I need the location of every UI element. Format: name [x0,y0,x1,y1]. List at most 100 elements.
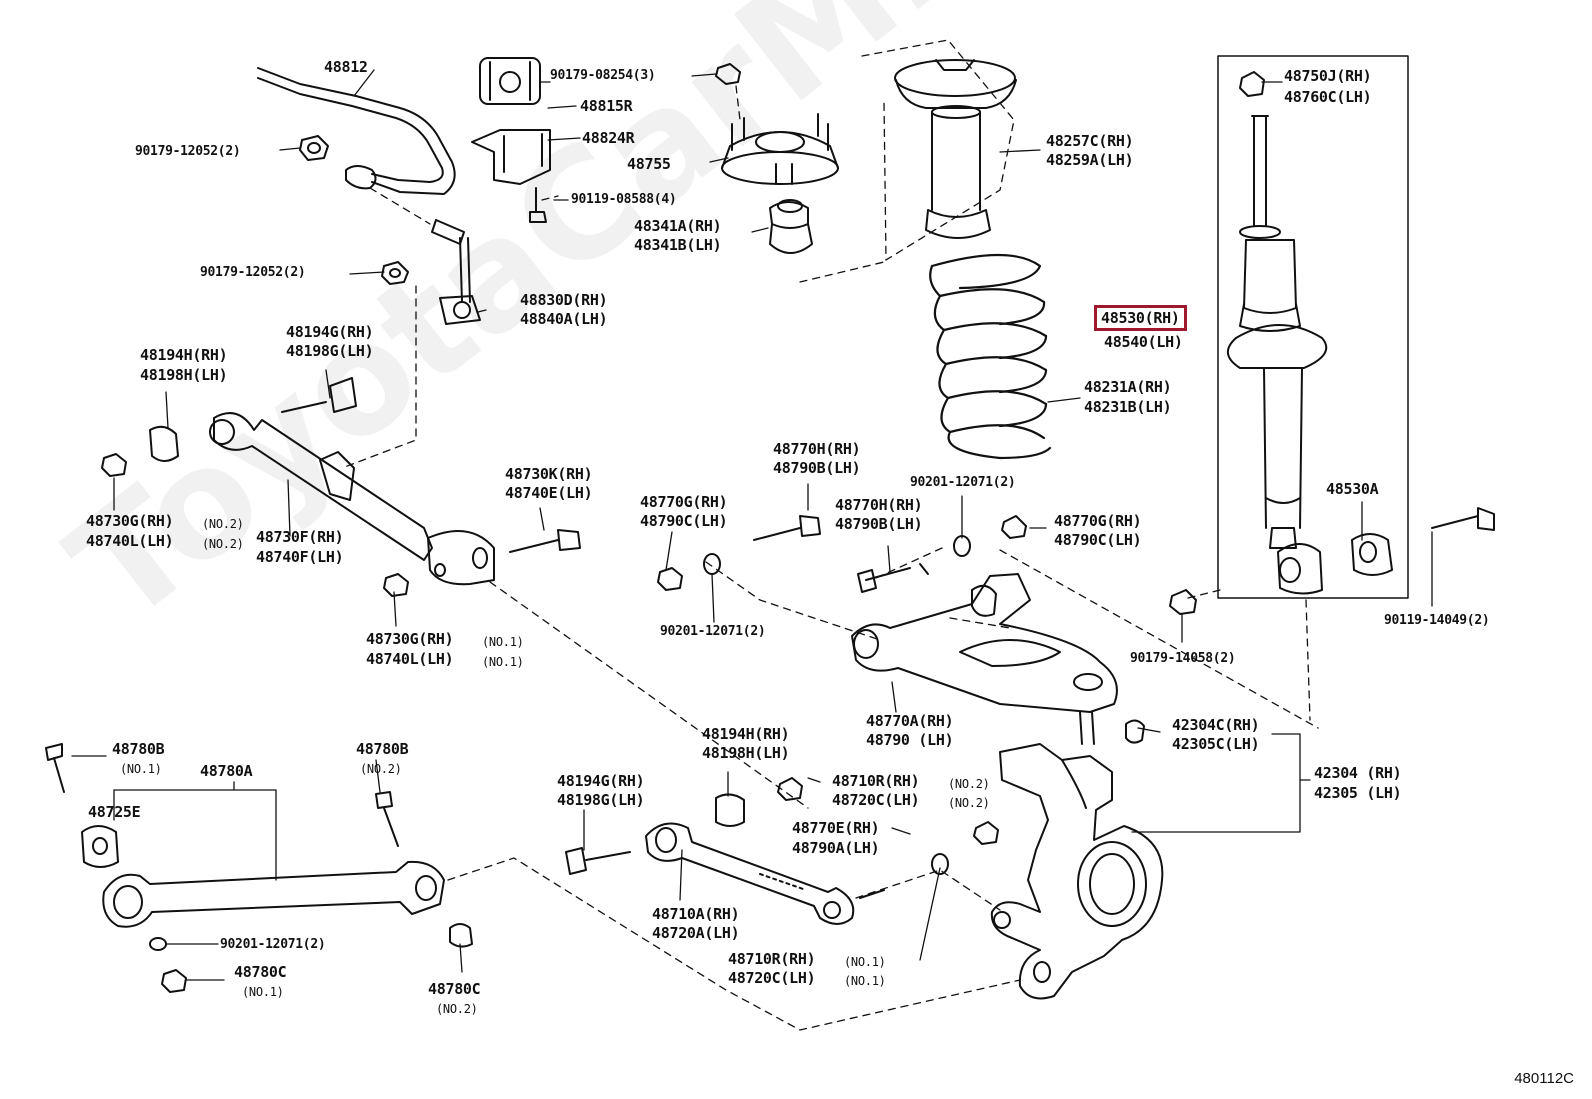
position-no1-c: (NO.1) [120,762,162,776]
shock-absorber-48530 [1227,115,1328,595]
part-number-48194H-b[interactable]: 48194H(RH) [702,725,790,743]
bushing-48725E [81,825,119,868]
lower-arm-48780A [102,860,445,928]
part-number-90179-14058[interactable]: 90179-14058(2) [1130,651,1236,666]
part-number-90201-12071-c[interactable]: 90201-12071(2) [220,937,326,952]
part-number-48740E[interactable]: 48740E(LH) [505,484,593,502]
part-number-48194H-a[interactable]: 48194H(RH) [140,346,228,364]
nut-48710R-a [777,777,803,801]
part-number-48790C-b[interactable]: 48790C(LH) [1054,531,1142,549]
part-number-48540[interactable]: 48540(LH) [1104,333,1183,351]
position-no2-e: (NO.2) [948,796,990,810]
position-no2-d: (NO.2) [948,777,990,791]
part-number-48710A[interactable]: 48710A(RH) [652,905,740,923]
part-number-48770H-a[interactable]: 48770H(RH) [773,440,861,458]
position-no2-a: (NO.2) [202,517,244,531]
bolt-48194G-b [565,847,631,875]
part-number-48830D[interactable]: 48830D(RH) [520,291,608,309]
part-number-48530A[interactable]: 48530A [1326,480,1379,498]
part-number-90179-12052-a[interactable]: 90179-12052(2) [135,144,241,159]
part-number-48790A[interactable]: 48790A(LH) [792,839,880,857]
part-number-48259A[interactable]: 48259A(LH) [1046,151,1134,169]
position-no1-b: (NO.1) [482,655,524,669]
lower-control-arm-48770A [851,573,1118,745]
position-no2-f: (NO.2) [436,1002,478,1016]
part-number-48770A[interactable]: 48770A(RH) [866,712,954,730]
part-number-48790[interactable]: 48790 (LH) [866,731,954,749]
part-number-48780C-b[interactable]: 48780C [428,980,481,998]
part-number-48730F[interactable]: 48730F(RH) [256,528,344,546]
part-number-42304[interactable]: 42304 (RH) [1314,764,1402,782]
part-number-48740L-b[interactable]: 48740L(LH) [366,650,454,668]
part-number-90179-08254[interactable]: 90179-08254(3) [550,68,656,83]
part-number-48740L-a[interactable]: 48740L(LH) [86,532,174,550]
diagram-code: 480112C [1514,1070,1574,1087]
part-number-48755[interactable]: 48755 [627,155,671,173]
part-number-48198G-b[interactable]: 48198G(LH) [557,791,645,809]
part-number-90201-12071-a[interactable]: 90201-12071(2) [910,475,1016,490]
part-number-90119-14049[interactable]: 90119-14049(2) [1384,613,1490,628]
nut-48770E [973,821,999,845]
part-number-42305[interactable]: 42305 (LH) [1314,784,1402,802]
highlighted-part-label[interactable]: 48530(RH) [1094,305,1187,331]
nut-48730G-a [101,453,127,477]
upper-mount-48755 [721,113,839,185]
part-number-48770E[interactable]: 48770E(RH) [792,819,880,837]
part-number-48770G-a[interactable]: 48770G(RH) [640,493,728,511]
shock-nut-48750J [1239,71,1265,97]
part-number-48780B-b[interactable]: 48780B [356,740,409,758]
part-number-48198G-a[interactable]: 48198G(LH) [286,342,374,360]
part-number-48780B-a[interactable]: 48780B [112,740,165,758]
part-number-48341B[interactable]: 48341B(LH) [634,236,722,254]
part-number-48231B[interactable]: 48231B(LH) [1084,398,1172,416]
part-number-90201-12071-b[interactable]: 90201-12071(2) [660,624,766,639]
part-number-48341A[interactable]: 48341A(RH) [634,217,722,235]
part-number-48770H-b[interactable]: 48770H(RH) [835,496,923,514]
part-number-48257C[interactable]: 48257C(RH) [1046,132,1134,150]
upper-control-arm-48730F [209,412,495,586]
part-number-48720C-b[interactable]: 48720C(LH) [728,969,816,987]
part-number-48840A[interactable]: 48840A(LH) [520,310,608,328]
part-number-48780A[interactable]: 48780A [200,762,253,780]
spring-bumper-48257C [894,59,1017,239]
nut-48780C-a [161,969,187,993]
part-number-48194G-b[interactable]: 48194G(RH) [557,772,645,790]
nut-90179-12052-a [299,135,329,161]
part-number-48725E[interactable]: 48725E [88,803,141,821]
part-number-48194G-a[interactable]: 48194G(RH) [286,323,374,341]
nut-90179-12052-b [381,261,409,285]
part-number-48720A[interactable]: 48720A(LH) [652,924,740,942]
part-number-48530[interactable]: 48530(RH) [1101,309,1180,327]
part-number-48710R-a[interactable]: 48710R(RH) [832,772,920,790]
part-number-48812[interactable]: 48812 [324,58,368,76]
part-number-42305C[interactable]: 42305C(LH) [1172,735,1260,753]
part-number-90179-12052-b[interactable]: 90179-12052(2) [200,265,306,280]
steering-knuckle-42304 [990,743,1164,1000]
part-number-48720C-a[interactable]: 48720C(LH) [832,791,920,809]
part-number-48790B-a[interactable]: 48790B(LH) [773,459,861,477]
part-number-48750J[interactable]: 48750J(RH) [1284,67,1372,85]
part-number-48730G-a[interactable]: 48730G(RH) [86,512,174,530]
part-number-90119-08588[interactable]: 90119-08588(4) [571,192,677,207]
part-number-48790B-b[interactable]: 48790B(LH) [835,515,923,533]
part-number-48790C-a[interactable]: 48790C(LH) [640,512,728,530]
part-number-48815R[interactable]: 48815R [580,97,633,115]
part-number-48198H-a[interactable]: 48198H(LH) [140,366,228,384]
washer-48710R-b [931,853,949,875]
part-number-48780C-a[interactable]: 48780C [234,963,287,981]
part-number-48760C[interactable]: 48760C(LH) [1284,88,1372,106]
part-number-48198H-b[interactable]: 48198H(LH) [702,744,790,762]
part-number-48740F[interactable]: 48740F(LH) [256,548,344,566]
bushing-48194H-b [715,793,745,827]
part-number-48824R[interactable]: 48824R [582,129,635,147]
washer-90201-c [149,937,167,951]
part-number-42304C[interactable]: 42304C(RH) [1172,716,1260,734]
part-number-48730G-b[interactable]: 48730G(RH) [366,630,454,648]
nut-48730G-b [383,573,409,597]
bolt-48770E-b [859,889,885,899]
bolt-90119-08588 [529,187,547,223]
part-number-48730K[interactable]: 48730K(RH) [505,465,593,483]
part-number-48770G-b[interactable]: 48770G(RH) [1054,512,1142,530]
part-number-48710R-b[interactable]: 48710R(RH) [728,950,816,968]
part-number-48231A[interactable]: 48231A(RH) [1084,378,1172,396]
